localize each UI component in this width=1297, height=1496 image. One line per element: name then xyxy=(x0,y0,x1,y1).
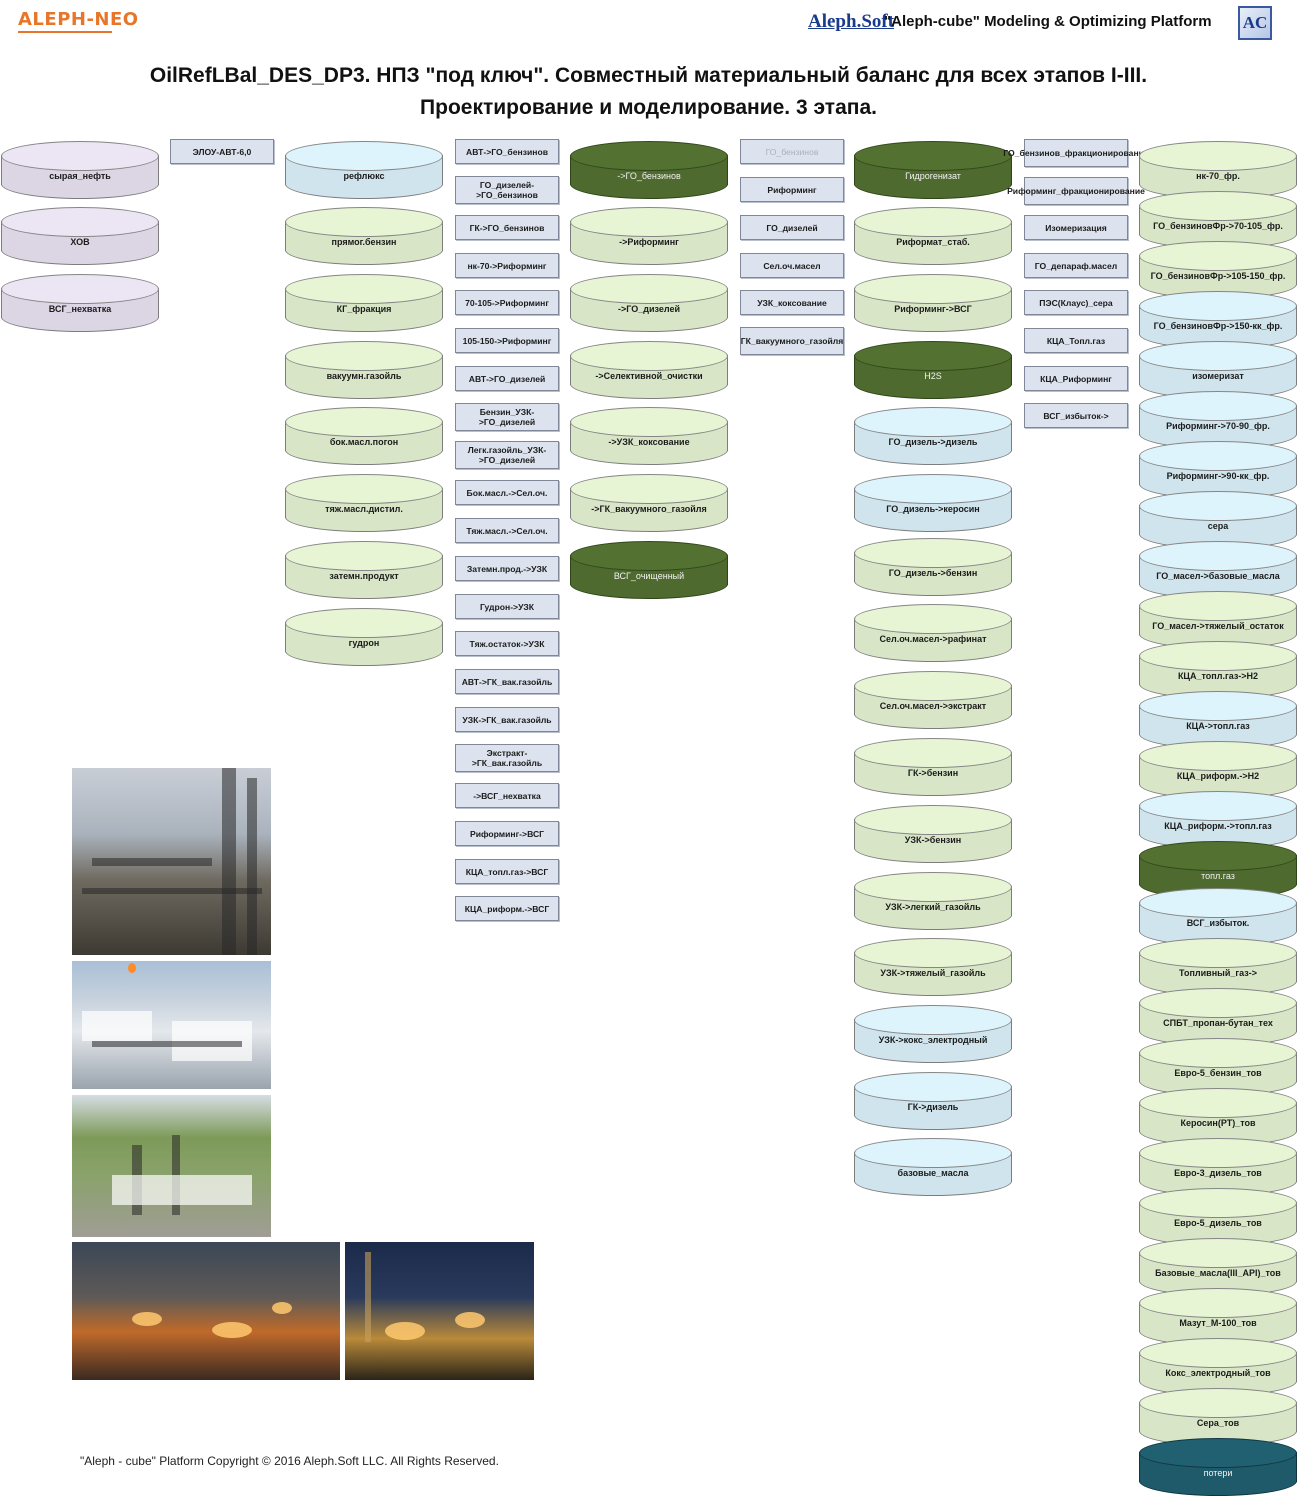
tank-tar[interactable]: гудрон xyxy=(285,608,443,666)
tank-raffinate[interactable]: Сел.оч.масел->рафинат xyxy=(854,604,1012,662)
tank-base-oils[interactable]: базовые_масла xyxy=(854,1138,1012,1196)
tank-side-oil-cut[interactable]: бок.масл.погон xyxy=(285,407,443,465)
process-gasoline-hydrotreating[interactable]: ГО_бензинов xyxy=(740,139,844,164)
tank-hydrocracking-diesel[interactable]: ГК->дизель xyxy=(854,1072,1012,1130)
process-isomerization[interactable]: Изомеризация xyxy=(1024,215,1128,240)
process-claus-sulfur[interactable]: ПЭС(Клаус)_сера xyxy=(1024,290,1128,315)
tank-hydrotreated-kerosene[interactable]: ГО_дизель->керосин xyxy=(854,474,1012,532)
tank-hydrogenate[interactable]: Гидрогенизат xyxy=(854,141,1012,199)
flow-box[interactable]: ->ВСГ_нехватка xyxy=(455,783,559,808)
flow-box[interactable]: АВТ->ГО_дизелей xyxy=(455,366,559,391)
tank-h2s[interactable]: H2S xyxy=(854,341,1012,399)
tank-to-reforming[interactable]: ->Риформинг xyxy=(570,207,728,265)
tank-to-diesel-hydrotreating[interactable]: ->ГО_дизелей xyxy=(570,274,728,332)
page-title-line-1: OilRefLBal_DES_DP3. НПЗ "под ключ". Совм… xyxy=(149,64,1148,87)
process-reforming-fractionation[interactable]: Риформинг_фракционирование xyxy=(1007,177,1145,205)
tank-coking-gasoline[interactable]: УЗК->бензин xyxy=(854,805,1012,863)
tank-hydrotreated-diesel[interactable]: ГО_дизель->дизель xyxy=(854,407,1012,465)
page-title-line-2: Проектирование и моделирование. 3 этапа. xyxy=(420,96,877,119)
tank-purified-hydrogen-gas[interactable]: ВСГ_очищенный xyxy=(570,541,728,599)
tank-product[interactable]: Керосин(РТ)_тов xyxy=(1139,1088,1297,1146)
process-reforming[interactable]: Риформинг xyxy=(740,177,844,202)
flow-box[interactable]: 70-105->Риформинг xyxy=(455,290,559,315)
tank-crude-oil[interactable]: сырая_нефть xyxy=(1,141,159,199)
tank-product[interactable]: КЦА_риформ.->H2 xyxy=(1139,741,1297,799)
refinery-photo-night xyxy=(345,1242,534,1380)
process-hydrogen-excess[interactable]: ВСГ_избыток-> xyxy=(1024,403,1128,428)
alephsoft-brand: Aleph.Soft xyxy=(808,11,895,32)
tank-reflux[interactable]: рефлюкс xyxy=(285,141,443,199)
refinery-photo-construction xyxy=(72,768,271,955)
flow-box[interactable]: Бензин_УЗК->ГО_дизелей xyxy=(455,403,559,431)
process-oil-dewaxing[interactable]: ГО_депараф.масел xyxy=(1024,253,1128,278)
tank-to-gasoline-hydrotreating[interactable]: ->ГО_бензинов xyxy=(570,141,728,199)
tank-electrode-coke[interactable]: УЗК->кокс_электродный xyxy=(854,1005,1012,1063)
flow-box[interactable]: нк-70->Риформинг xyxy=(455,253,559,278)
aleph-cube-logo: AC xyxy=(1238,6,1272,40)
tank-hydrocracking-gasoline[interactable]: ГК->бензин xyxy=(854,738,1012,796)
tank-product[interactable]: Евро-5_бензин_тов xyxy=(1139,1038,1297,1096)
process-elou-avt[interactable]: ЭЛОУ-АВТ-6,0 xyxy=(170,139,274,164)
process-psa-fuel-gas[interactable]: КЦА_Топл.газ xyxy=(1024,328,1128,353)
flow-box[interactable]: АВТ->ГО_бензинов xyxy=(455,139,559,164)
process-psa-reforming[interactable]: КЦА_Риформинг xyxy=(1024,366,1128,391)
flow-box[interactable]: КЦА_риформ.->ВСГ xyxy=(455,896,559,921)
tank-vacuum-gasoil[interactable]: вакуумн.газойль xyxy=(285,341,443,399)
flow-box[interactable]: ГК->ГО_бензинов xyxy=(455,215,559,240)
tank-to-vgo-hydrocracking[interactable]: ->ГК_вакуумного_газойля xyxy=(570,474,728,532)
refinery-photo-evening xyxy=(72,1242,340,1380)
process-gasoline-fractionation[interactable]: ГО_бензинов_фракционирование xyxy=(1003,139,1149,167)
flow-box[interactable]: Затемн.прод.->УЗК xyxy=(455,556,559,581)
platform-name: "Aleph-cube" Modeling & Optimizing Platf… xyxy=(884,13,1212,30)
tank-stable-reformate[interactable]: Риформат_стаб. xyxy=(854,207,1012,265)
tank-to-selective-treatment[interactable]: ->Селективной_очистки xyxy=(570,341,728,399)
tank-heavy-oil-distillate[interactable]: тяж.масл.дистил. xyxy=(285,474,443,532)
tank-hydrotreated-gasoline[interactable]: ГО_дизель->бензин xyxy=(854,538,1012,596)
tank-losses[interactable]: потери xyxy=(1139,1438,1297,1496)
process-oil-selective-treatment[interactable]: Сел.оч.масел xyxy=(740,253,844,278)
tank-extract[interactable]: Сел.оч.масел->экстракт xyxy=(854,671,1012,729)
flow-box[interactable]: 105-150->Риформинг xyxy=(455,328,559,353)
tank-coking-heavy-gasoil[interactable]: УЗК->тяжелый_газойль xyxy=(854,938,1012,996)
flow-box[interactable]: АВТ->ГК_вак.газойль xyxy=(455,669,559,694)
process-delayed-coking[interactable]: УЗК_коксование xyxy=(740,290,844,315)
tank-to-coking[interactable]: ->УЗК_коксование xyxy=(570,407,728,465)
flow-box[interactable]: УЗК->ГК_вак.газойль xyxy=(455,707,559,732)
flow-box[interactable]: Риформинг->ВСГ xyxy=(455,821,559,846)
tank-kg-fraction[interactable]: КГ_фракция xyxy=(285,274,443,332)
tank-hydrogen-gas-shortage[interactable]: ВСГ_нехватка xyxy=(1,274,159,332)
tank-product[interactable]: КЦА_топл.газ->H2 xyxy=(1139,641,1297,699)
flow-box[interactable]: ГО_дизелей->ГО_бензинов xyxy=(455,176,559,204)
tank-straight-run-gasoline[interactable]: прямог.бензин xyxy=(285,207,443,265)
tank-product[interactable]: СПБТ_пропан-бутан_тех xyxy=(1139,988,1297,1046)
flow-box[interactable]: КЦА_топл.газ->ВСГ xyxy=(455,859,559,884)
flow-box[interactable]: Тяж.остаток->УЗК xyxy=(455,631,559,656)
flow-box[interactable]: Тяж.масл.->Сел.оч. xyxy=(455,518,559,543)
process-diesel-hydrotreating[interactable]: ГО_дизелей xyxy=(740,215,844,240)
logo-underline xyxy=(18,31,112,33)
tank-chemically-treated-water[interactable]: ХОВ xyxy=(1,207,159,265)
tank-product[interactable]: изомеризат xyxy=(1139,341,1297,399)
copyright-footer: "Aleph - cube" Platform Copyright © 2016… xyxy=(80,1454,499,1468)
tank-dark-product[interactable]: затемн.продукт xyxy=(285,541,443,599)
tank-reforming-hydrogen-gas[interactable]: Риформинг->ВСГ xyxy=(854,274,1012,332)
flow-box[interactable]: Легк.газойль_УЗК->ГО_дизелей xyxy=(455,441,559,469)
refinery-photo-summer-aerial xyxy=(72,1095,271,1237)
tank-coking-light-gasoil[interactable]: УЗК->легкий_газойль xyxy=(854,872,1012,930)
flow-box[interactable]: Бок.масл.->Сел.оч. xyxy=(455,480,559,505)
flow-box[interactable]: Гудрон->УЗК xyxy=(455,594,559,619)
process-vgo-hydrocracking[interactable]: ГК_вакуумного_газойля xyxy=(740,327,844,355)
refinery-photo-winter-aerial xyxy=(72,961,271,1089)
aleph-neo-logo: ALEPH-NEO xyxy=(18,9,139,30)
flow-box[interactable]: Экстракт->ГК_вак.газойль xyxy=(455,744,559,772)
tank-product[interactable]: нк-70_фр. xyxy=(1139,141,1297,199)
